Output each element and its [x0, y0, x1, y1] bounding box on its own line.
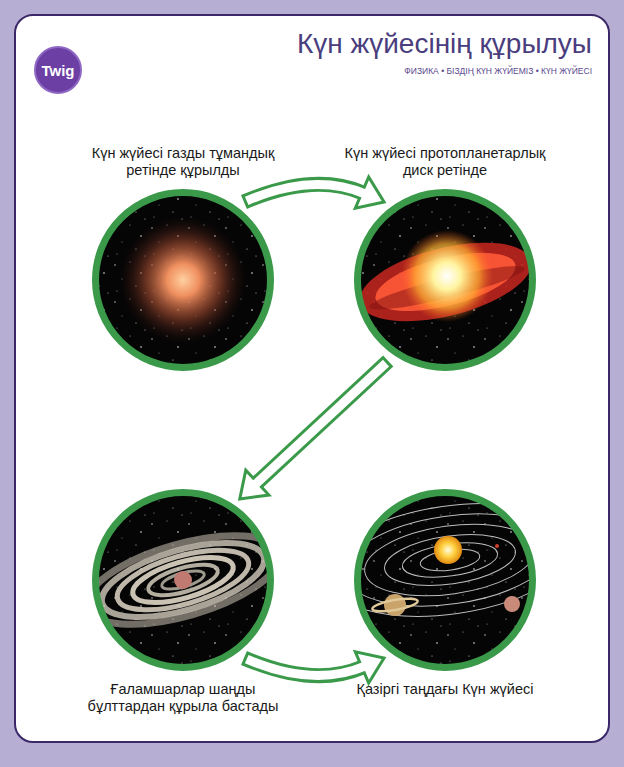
flow-arrow	[240, 361, 388, 499]
stage-circle: Ғаламшарлар шаңды бұлттардан құрыла баст…	[92, 489, 274, 671]
stage-circle: Күн жүйесі газды тұмандық ретінде құрылд…	[92, 189, 274, 371]
flow-arrow	[244, 652, 384, 683]
stage-caption: Күн жүйесі протопланетарлық диск ретінде	[335, 145, 555, 179]
stage-circle: Күн жүйесі протопланетарлық диск ретінде	[354, 189, 536, 371]
breadcrumb: ФИЗИКА • БІЗДІҢ КҮН ЖҮЙЕМІЗ • КҮН ЖҮЙЕСІ	[404, 66, 592, 76]
stage-circle: Қазіргі таңдағы Күн жүйесі	[354, 489, 536, 671]
logo-text: Twig	[41, 62, 74, 79]
stage-caption: Қазіргі таңдағы Күн жүйесі	[335, 681, 555, 698]
stage-caption: Ғаламшарлар шаңды бұлттардан құрыла баст…	[73, 681, 293, 715]
flow-arrow	[244, 177, 384, 208]
diagram-title: Күн жүйесінің құрылуы	[297, 28, 592, 60]
stage-caption: Күн жүйесі газды тұмандық ретінде құрылд…	[73, 145, 293, 179]
